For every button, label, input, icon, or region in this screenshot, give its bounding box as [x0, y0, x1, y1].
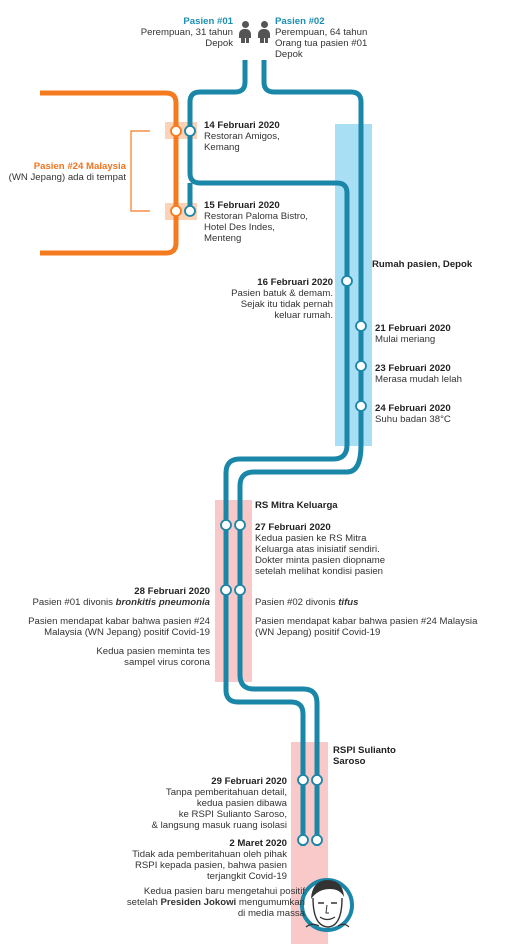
stop-e2-p24	[170, 205, 182, 217]
event-23-feb: 23 Februari 2020 Merasa mudah lelah	[375, 363, 462, 385]
stop-e1-p1	[184, 125, 196, 137]
stop-e2-p1	[184, 205, 196, 217]
patient-24-label: Pasien #24 Malaysia (WN Jepang) ada di t…	[8, 161, 126, 183]
stop-e1-p24	[170, 125, 182, 137]
event-24-feb: 24 Februari 2020 Suhu badan 38°C	[375, 403, 451, 425]
stop-e4	[355, 320, 367, 332]
event-27-feb: 27 Februari 2020 Kedua pasien ke RS Mitr…	[255, 522, 386, 577]
stop-e10-p2	[311, 834, 323, 846]
patient-02-icon	[257, 21, 271, 43]
location-mitra: RS Mitra Keluarga	[255, 500, 338, 511]
patient-02-label: Pasien #02 Perempuan, 64 tahun Orang tua…	[275, 16, 368, 60]
event-28-feb-right: Pasien #02 divonis tifus Pasien mendapat…	[255, 597, 478, 638]
stop-e10-p1	[297, 834, 309, 846]
location-home: Rumah pasien, Depok	[372, 259, 473, 270]
event-announcement: Kedua pasien baru mengetahui positif set…	[126, 886, 305, 919]
event-29-feb: 29 Februari 2020 Tanpa pemberitahuan det…	[151, 776, 287, 831]
event-21-feb: 21 Februari 2020 Mulai meriang	[375, 323, 451, 345]
p24-route	[40, 90, 179, 256]
stop-e9-p1	[297, 774, 309, 786]
event-15-feb: 15 Februari 2020 Restoran Paloma Bistro,…	[204, 200, 308, 244]
stop-e8-p1	[220, 584, 232, 596]
home-zone	[335, 124, 372, 446]
stop-e3	[341, 275, 353, 287]
stop-e7-p2	[234, 519, 246, 531]
event-2-mar: 2 Maret 2020 Tidak ada pemberitahuan ole…	[132, 838, 287, 882]
p24-bracket	[130, 130, 150, 212]
stop-e6	[355, 400, 367, 412]
p2-route	[237, 60, 364, 846]
jokowi-portrait	[300, 878, 354, 932]
event-14-feb: 14 Februari 2020 Restoran Amigos, Kemang	[204, 120, 280, 153]
event-16-feb: 16 Februari 2020 Pasien batuk & demam. S…	[231, 277, 333, 321]
stop-e5	[355, 360, 367, 372]
location-rspi: RSPI Sulianto Saroso	[333, 745, 396, 767]
event-28-feb-left: 28 Februari 2020 Pasien #01 divonis bron…	[28, 586, 210, 668]
p1-route	[187, 60, 350, 846]
patient-01-icon	[238, 21, 252, 43]
stop-e7-p1	[220, 519, 232, 531]
stop-e9-p2	[311, 774, 323, 786]
patient-01-label: Pasien #01 Perempuan, 31 tahun Depok	[140, 16, 233, 49]
stop-e8-p2	[234, 584, 246, 596]
